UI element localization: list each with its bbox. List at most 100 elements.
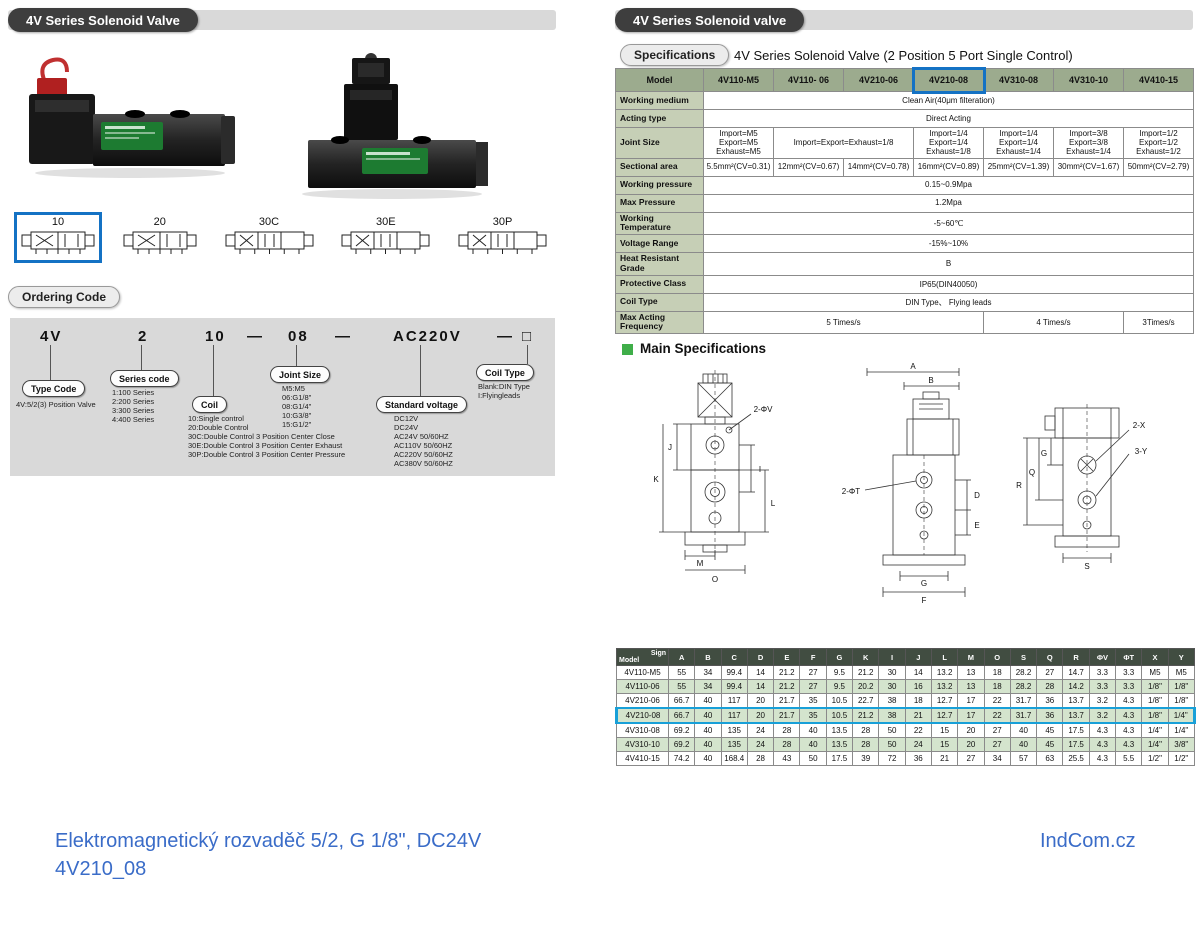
dimension-label: G	[921, 579, 927, 588]
dim-model-cell: 4V210-06	[616, 693, 669, 709]
dim-value-cell: 117	[720, 693, 748, 709]
dim-value-cell: 10.5	[825, 693, 854, 709]
ordering-code-part: 2	[138, 328, 149, 345]
dim-col-header: K	[852, 648, 880, 666]
ordering-code-part: 10	[205, 328, 226, 345]
dim-value-cell: 40	[1009, 737, 1038, 752]
dimension-label: F	[922, 596, 927, 605]
dim-value-cell: 40	[694, 737, 722, 752]
dim-value-cell: 1/4"	[1141, 737, 1169, 752]
dim-value-cell: 21	[930, 751, 959, 766]
dim-value-cell: 168.4	[720, 751, 748, 766]
valve-symbol-drawing	[21, 231, 95, 254]
dim-value-cell: M5	[1167, 665, 1195, 680]
dim-value-cell: 22	[904, 722, 932, 738]
dim-value-cell: 21.2	[773, 665, 801, 680]
dim-value-cell: 66.7	[667, 707, 696, 724]
dim-col-header: I	[878, 648, 906, 666]
dim-value-cell: 66.7	[667, 693, 696, 709]
ordering-connector-line	[50, 345, 51, 380]
dim-value-cell: 22	[983, 693, 1011, 709]
valve-symbol-30P: 30P	[451, 212, 554, 263]
valve-symbol-label: 10	[51, 216, 65, 228]
spec-row-label: Joint Size	[615, 127, 704, 159]
dim-value-cell: 13	[957, 679, 985, 694]
ordering-code-part: 08	[288, 328, 309, 345]
dim-value-cell: 12.7	[930, 707, 959, 724]
valve-symbol-10: 10	[14, 212, 102, 263]
dim-value-cell: 36	[904, 751, 932, 766]
spec-row-label: Protective Class	[615, 274, 704, 294]
dim-value-cell: 27	[799, 679, 827, 694]
spec-row-label: Max Acting Frequency	[615, 310, 704, 335]
valve-symbol-30E: 30E	[334, 212, 437, 263]
spec-row: Voltage Range-15%~10%	[615, 234, 1194, 254]
dim-value-cell: 40	[694, 707, 722, 724]
dim-value-cell: 1/4"	[1167, 722, 1195, 738]
spec-row-label: Voltage Range	[615, 234, 704, 254]
spec-row-label: Acting type	[615, 109, 704, 128]
valve-symbol-label: 30C	[258, 216, 280, 228]
dim-value-cell: 13.5	[825, 722, 854, 738]
valve-symbol-drawing	[458, 231, 547, 254]
spec-cell: -5~60℃	[703, 211, 1194, 236]
specifications-label: Specifications	[620, 44, 730, 66]
dim-col-header: Y	[1167, 648, 1195, 666]
ordering-group-options: Blank:DIN Type I:Flyingleads	[478, 382, 530, 400]
dim-value-cell: 55	[667, 679, 696, 694]
dim-value-cell: 27	[1036, 665, 1064, 680]
dim-col-header: G	[825, 648, 854, 666]
dim-value-cell: 35	[799, 707, 827, 724]
dim-value-cell: 40	[694, 693, 722, 709]
dim-value-cell: 27	[799, 665, 827, 680]
dim-value-cell: 4.3	[1088, 737, 1117, 752]
ordering-code-dash: —	[335, 328, 350, 345]
spec-cell: 4 Times/s	[983, 310, 1124, 335]
dim-value-cell: 5.5	[1115, 751, 1143, 766]
dim-value-cell: 14	[904, 665, 932, 680]
dim-value-cell: 1/8"	[1141, 693, 1169, 709]
dim-value-cell: 24	[746, 737, 775, 752]
dim-value-cell: 4.3	[1115, 707, 1143, 724]
valve-symbol-20: 20	[116, 212, 204, 263]
spec-col-header: 4V110-M5	[703, 68, 774, 92]
dim-col-header: F	[799, 648, 827, 666]
dim-value-cell: 13	[957, 665, 985, 680]
spec-row-label: Working medium	[615, 91, 704, 110]
dim-value-cell: 28	[773, 737, 801, 752]
dim-value-cell: 50	[878, 722, 906, 738]
dim-value-cell: 40	[799, 737, 827, 752]
spec-cell: 25mm²(CV=1.39)	[983, 157, 1054, 177]
spec-cell: 30mm²(CV=1.67)	[1053, 157, 1124, 177]
dim-value-cell: 21.2	[773, 679, 801, 694]
dim-value-cell: 1/8"	[1167, 693, 1195, 709]
dim-corner-sign: Sign	[650, 650, 666, 657]
dim-value-cell: 34	[983, 751, 1011, 766]
dim-value-cell: 27	[983, 737, 1011, 752]
dimension-label: S	[1084, 562, 1089, 571]
dim-value-cell: 13.2	[930, 665, 959, 680]
dim-value-cell: 34	[694, 679, 722, 694]
ordering-connector-line	[420, 345, 421, 396]
spec-cell: -15%~10%	[703, 234, 1194, 254]
dim-value-cell: 99.4	[720, 679, 748, 694]
dim-value-cell: 1/4"	[1167, 707, 1196, 724]
dim-value-cell: 28	[773, 722, 801, 738]
dimension-label: Q	[1029, 468, 1035, 477]
spec-cell: Import=1/4 Export=1/4 Exhaust=1/4	[983, 127, 1054, 159]
dim-value-cell: 21.2	[852, 665, 880, 680]
dimension-label: 2-ΦT	[842, 487, 860, 496]
dim-value-cell: 15	[930, 737, 959, 752]
dimension-label: 2-X	[1133, 421, 1146, 430]
dim-value-cell: 72	[878, 751, 906, 766]
dim-value-cell: 36	[1036, 707, 1064, 724]
spec-cell: 1.2Mpa	[703, 193, 1194, 213]
